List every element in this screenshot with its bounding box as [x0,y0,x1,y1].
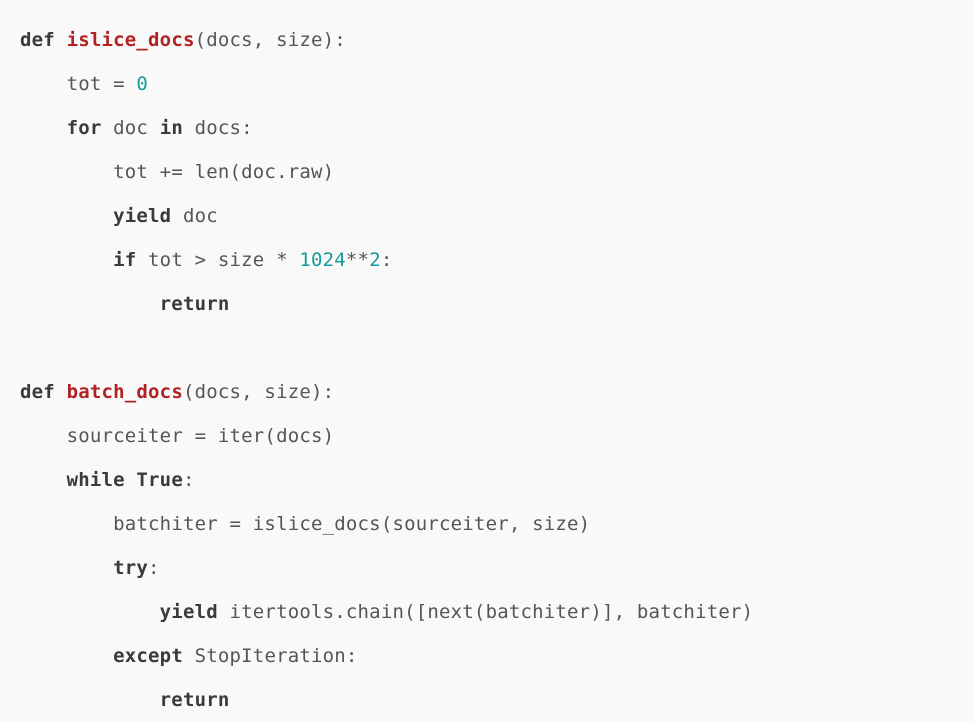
code-token-plain: batchiter = islice_docs(sourceiter, size… [113,513,591,535]
code-indent [20,425,67,447]
code-token-op: ** [345,249,370,271]
code-line: def batch_docs(docs, size): [20,370,974,414]
code-token-plain [55,381,67,403]
code-token-fn: batch_docs [66,381,183,403]
code-token-kw: if [113,249,137,271]
code-line: while True: [20,458,974,502]
code-token-num: 0 [136,73,149,95]
code-token-plain: StopIteration: [182,645,358,667]
code-indent [20,557,113,579]
code-token-plain: : [182,469,195,491]
code-token-kw: yield [113,205,172,227]
code-token-kw: return [159,293,230,315]
code-token-kw: True [136,469,183,491]
code-line: return [20,282,974,326]
code-token-kw: while [66,469,125,491]
code-token-kw: def [20,29,55,51]
code-token-plain: doc [101,117,160,139]
code-line: yield itertools.chain([next(batchiter)],… [20,590,974,634]
code-indent [20,205,113,227]
code-line: batchiter = islice_docs(sourceiter, size… [20,502,974,546]
code-token-plain: itertools.chain([next(batchiter)], batch… [217,601,754,623]
code-token-plain: tot = [66,73,137,95]
code-token-kw: except [113,645,183,667]
code-token-fn: islice_docs [66,29,195,51]
code-line: for doc in docs: [20,106,974,150]
code-token-plain [125,469,137,491]
code-line: yield doc [20,194,974,238]
code-token-plain: (docs, size): [194,29,346,51]
code-token-plain: tot > size * [136,249,300,271]
code-token-num: 1024 [299,249,346,271]
code-line: def islice_docs(docs, size): [20,18,974,62]
code-indent [20,73,67,95]
code-token-plain: : [380,249,393,271]
code-line [20,326,974,370]
code-token-kw: in [159,117,183,139]
code-indent [20,513,113,535]
code-token-plain: doc [171,205,218,227]
code-token-plain: tot += len(doc.raw) [113,161,335,183]
code-token-kw: for [66,117,102,139]
code-line: sourceiter = iter(docs) [20,414,974,458]
code-token-plain: (docs, size): [182,381,335,403]
code-token-plain [55,29,67,51]
code-line: return [20,678,974,722]
code-indent [20,117,67,139]
code-token-kw: def [20,381,55,403]
code-token-kw: yield [159,601,218,623]
code-line: try: [20,546,974,590]
code-indent [20,645,113,667]
code-indent [20,249,113,271]
code-indent [20,293,160,315]
code-line: tot += len(doc.raw) [20,150,974,194]
code-lines-container: def islice_docs(docs, size): tot = 0 for… [20,18,974,722]
code-indent [20,161,113,183]
code-token-kw: return [159,689,230,711]
code-token-plain: : [148,557,160,579]
code-line: tot = 0 [20,62,974,106]
code-indent [20,689,160,711]
code-token-num: 2 [369,249,381,271]
code-indent [20,601,160,623]
code-token-kw: try [113,557,149,579]
code-line: except StopIteration: [20,634,974,678]
code-token-plain: docs: [182,117,253,139]
code-token-plain: sourceiter = iter(docs) [66,425,335,447]
code-indent [20,469,67,491]
code-line: if tot > size * 1024**2: [20,238,974,282]
